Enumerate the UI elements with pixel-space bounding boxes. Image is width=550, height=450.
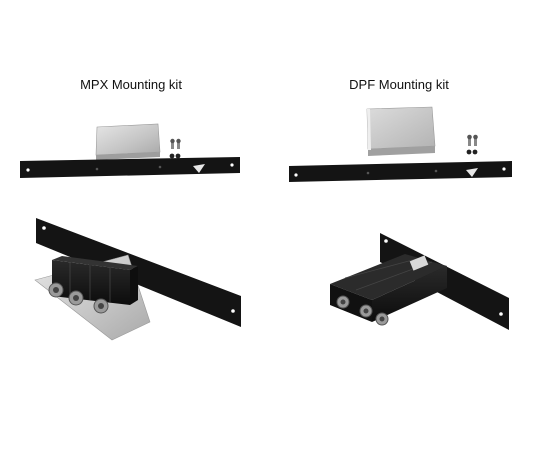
mpx-assembled-panel [36,218,241,327]
dpf-logo-icon [466,168,478,177]
mpx-rack-panel [20,157,240,178]
dpf-kit-parts [289,106,512,182]
dpf-rack-panel [289,161,512,182]
mpx-connectors [48,282,109,314]
dpf-connectors [336,295,389,326]
mpx-logo-icon [193,164,205,173]
mpx-assembled [34,218,241,341]
mpx-kit-caption: MPX Mounting kit [80,77,182,92]
mpx-screws [169,138,181,159]
dpf-aluminum-bracket [366,106,436,156]
mpx-aluminum-bracket [95,123,161,160]
mpx-kit-parts [20,123,240,178]
dpf-screws [466,134,478,155]
dpf-duplexer [330,254,447,322]
dpf-kit-caption: DPF Mounting kit [349,77,449,92]
dpf-assembled [330,233,509,330]
dpf-label-sticker [409,255,429,271]
